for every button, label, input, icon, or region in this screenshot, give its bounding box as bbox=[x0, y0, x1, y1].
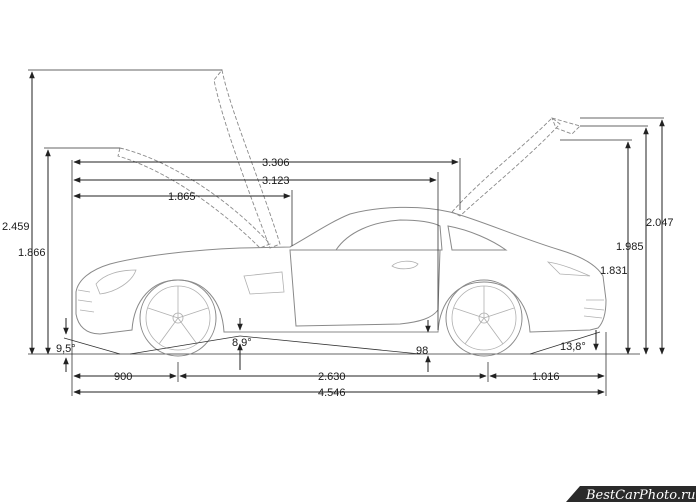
label-1831: 1.831 bbox=[600, 265, 628, 277]
watermark-text: BestCarPhoto.ru bbox=[585, 488, 696, 502]
door-handle bbox=[391, 260, 419, 270]
car-rear-window bbox=[447, 225, 508, 251]
watermark-banner bbox=[566, 486, 696, 502]
label-breakover-angle: 8,9° bbox=[232, 337, 252, 349]
car-body bbox=[75, 206, 607, 335]
front-spokes bbox=[147, 286, 209, 345]
label-1985: 1.985 bbox=[616, 241, 644, 253]
headlight bbox=[95, 269, 137, 295]
label-3306: 3.306 bbox=[262, 157, 290, 169]
open-hood-front bbox=[117, 147, 271, 249]
open-hood bbox=[213, 68, 281, 249]
side-vent bbox=[243, 271, 285, 295]
label-departure-angle: 13,8° bbox=[560, 341, 586, 353]
car-outline bbox=[28, 68, 640, 357]
label-total-height: 2.459 bbox=[2, 221, 30, 233]
label-rear-overhang: 1.016 bbox=[532, 371, 560, 383]
extension-lines bbox=[28, 69, 664, 396]
watermark: BestCarPhoto.ru bbox=[566, 486, 696, 502]
front-wheel bbox=[139, 279, 217, 357]
label-overall-length: 4.546 bbox=[318, 387, 346, 399]
label-approach-angle: 9,5° bbox=[56, 343, 76, 355]
label-door-height: 1.866 bbox=[18, 247, 46, 259]
dimension-labels: 2.459 1.866 3.306 3.123 1.865 2.047 1.98… bbox=[2, 157, 674, 399]
front-grille bbox=[77, 289, 95, 313]
rear-wheel bbox=[445, 279, 523, 357]
open-trunk-lid bbox=[551, 117, 581, 135]
label-2047: 2.047 bbox=[646, 217, 674, 229]
tail-light bbox=[546, 261, 591, 277]
label-1865: 1.865 bbox=[168, 191, 196, 203]
label-ground-clearance: 98 bbox=[416, 345, 428, 357]
car-window bbox=[335, 219, 443, 251]
open-trunk bbox=[451, 117, 561, 217]
car-door bbox=[289, 249, 441, 327]
rear-spokes bbox=[453, 286, 515, 345]
rear-diffuser bbox=[583, 299, 605, 319]
label-wheelbase: 2.630 bbox=[318, 371, 346, 383]
label-front-overhang: 900 bbox=[114, 371, 132, 383]
label-3123: 3.123 bbox=[262, 175, 290, 187]
dimension-lines bbox=[29, 71, 665, 395]
